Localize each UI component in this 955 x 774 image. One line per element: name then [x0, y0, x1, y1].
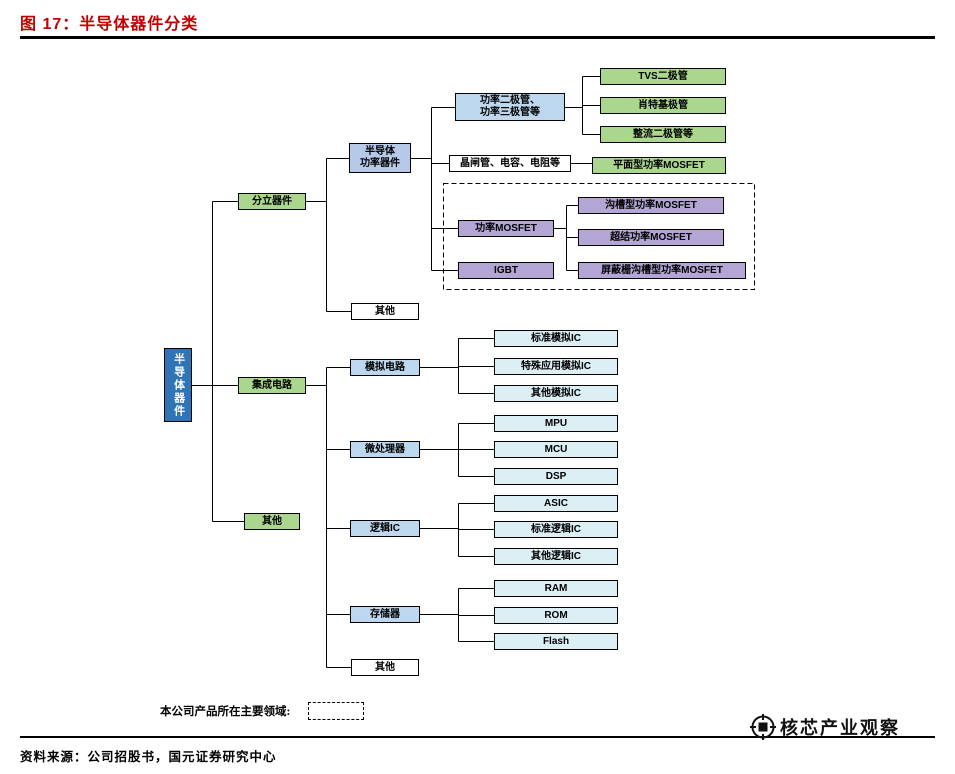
dashed-highlight-box [443, 183, 755, 290]
legend-dashed-box [308, 702, 364, 720]
node-special-application-analog-ic: 特殊应用模拟IC [494, 358, 618, 375]
node-memory: 存储器 [350, 606, 420, 623]
node-trench-power-mosfet: 沟槽型功率MOSFET [578, 197, 724, 214]
node-root-semiconductor-devices: 半导体器件 [164, 348, 192, 422]
node-schottky-diode: 肖特基极管 [600, 97, 726, 114]
node-microprocessor: 微处理器 [350, 441, 420, 458]
node-discrete-devices: 分立器件 [238, 193, 306, 210]
node-analog-circuits: 模拟电路 [350, 359, 420, 376]
node-ram: RAM [494, 580, 618, 597]
node-ic-other: 其他 [351, 659, 419, 676]
node-asic: ASIC [494, 495, 618, 512]
node-rectifier-diode: 整流二极管等 [600, 126, 726, 143]
node-integrated-circuits: 集成电路 [238, 377, 306, 394]
node-mpu: MPU [494, 415, 618, 432]
logo-icon [750, 714, 776, 740]
title-divider [20, 36, 935, 39]
node-other-analog-ic: 其他模拟IC [494, 385, 618, 402]
brand-logo: 核芯产业观察 [750, 714, 900, 740]
node-discrete-other: 其他 [351, 303, 419, 320]
node-standard-logic-ic: 标准逻辑IC [494, 521, 618, 538]
node-shielded-gate-trench-mosfet: 屏蔽栅沟槽型功率MOSFET [578, 262, 746, 279]
source-note: 资料来源：公司招股书，国元证券研究中心 [20, 750, 277, 764]
node-superjunction-power-mosfet: 超结功率MOSFET [578, 229, 724, 246]
logo-text: 核芯产业观察 [780, 718, 900, 738]
figure-title: 图 17：半导体器件分类 [20, 16, 199, 33]
bottom-divider [20, 736, 935, 738]
legend-label: 本公司产品所在主要领域: [160, 706, 291, 718]
node-planar-power-mosfet: 平面型功率MOSFET [592, 157, 726, 174]
node-power-diodes-triodes: 功率二极管、 功率三极管等 [455, 93, 565, 121]
node-tvs-diode: TVS二极管 [600, 68, 726, 85]
node-rom: ROM [494, 607, 618, 624]
node-semiconductor-power-devices: 半导体 功率器件 [349, 143, 411, 173]
node-dsp: DSP [494, 468, 618, 485]
node-flash: Flash [494, 633, 618, 650]
node-other-level2: 其他 [244, 513, 300, 530]
node-mcu: MCU [494, 441, 618, 458]
node-logic-ic: 逻辑IC [350, 520, 420, 537]
node-power-mosfet: 功率MOSFET [458, 220, 554, 237]
node-standard-analog-ic: 标准模拟IC [494, 330, 618, 347]
node-other-logic-ic: 其他逻辑IC [494, 548, 618, 565]
node-igbt: IGBT [458, 262, 554, 279]
node-thyristor-capacitor-resistor: 晶闸管、电容、电阻等 [449, 155, 571, 172]
